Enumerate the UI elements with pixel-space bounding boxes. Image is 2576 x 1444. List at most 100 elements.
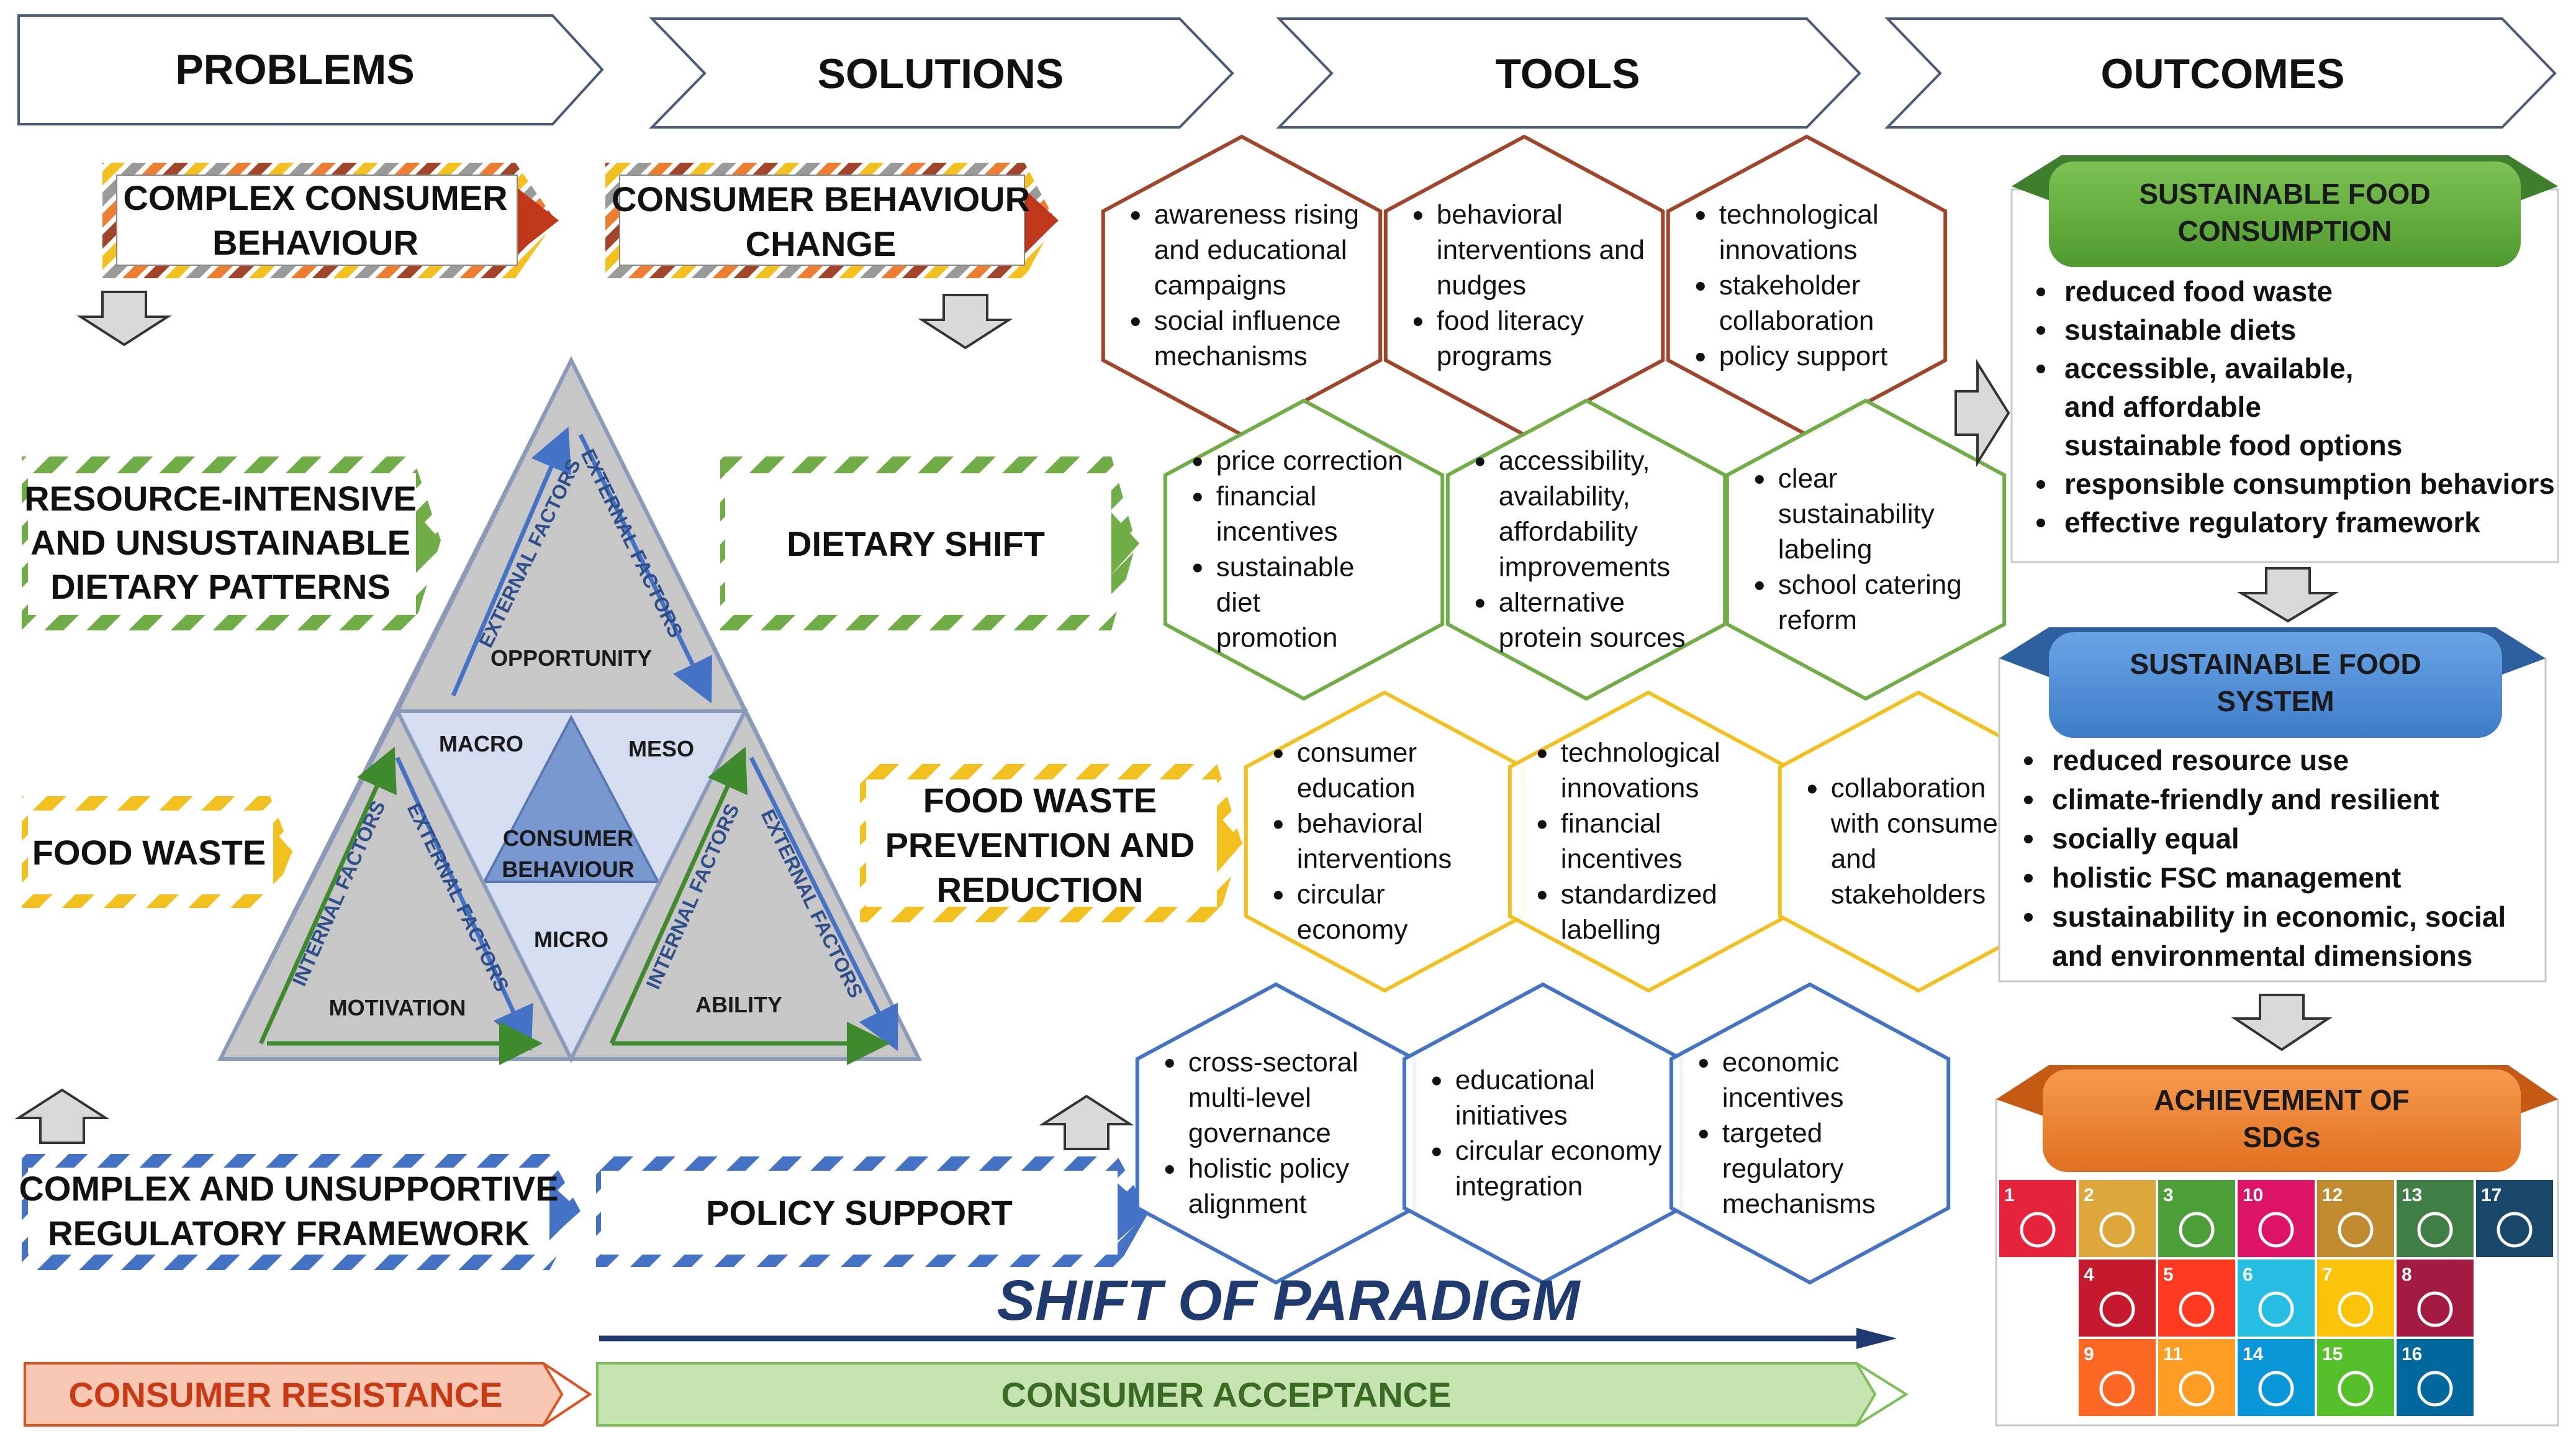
bullet-icon xyxy=(1537,820,1547,829)
sdg-tile-8: 8 xyxy=(2397,1260,2474,1337)
problem-resource-line1: RESOURCE-INTENSIVE xyxy=(24,479,417,518)
sdg-symbol-icon xyxy=(2338,1291,2374,1327)
outcome-consumption-title-2: CONSUMPTION xyxy=(2178,215,2392,247)
tool-line: protein sources xyxy=(1499,623,1686,653)
consumer-acceptance-label: CONSUMER ACCEPTANCE xyxy=(1001,1375,1452,1414)
solution-behaviour-change: CONSUMER BEHAVIOUR CHANGE xyxy=(605,163,1059,278)
solution-waste-line3: REDUCTION xyxy=(937,870,1144,909)
bullet-icon xyxy=(1413,211,1422,220)
sdg-symbol-icon xyxy=(2179,1371,2215,1407)
tool-line: standardized xyxy=(1561,879,1717,910)
tool-line: circular economy xyxy=(1455,1136,1662,1166)
tool-line: sustainability xyxy=(1778,499,1935,529)
header-solutions-label: SOLUTIONS xyxy=(818,50,1064,98)
sdg-tile-6: 6 xyxy=(2238,1260,2315,1337)
outcome-list-item: responsible consumption behaviors xyxy=(2064,468,2555,500)
header-problems-label: PROBLEMS xyxy=(175,46,414,93)
tool-line: multi-level xyxy=(1188,1083,1311,1113)
header-row: PROBLEMS SOLUTIONS TOOLS OUTCOMES xyxy=(17,14,2557,129)
tool-line: food literacy xyxy=(1437,306,1584,336)
tool-line: economic xyxy=(1722,1047,1839,1078)
sdg-number: 16 xyxy=(2402,1344,2422,1365)
bullet-icon xyxy=(1475,599,1485,608)
tool-line: behavioral xyxy=(1297,809,1423,839)
tool-line: mechanisms xyxy=(1722,1189,1876,1219)
tool-line: interventions and xyxy=(1437,235,1645,265)
bullet-icon xyxy=(1699,1130,1708,1138)
solution-policy-support: POLICY SUPPORT xyxy=(596,1156,1150,1267)
outcome-list-item: socially equal xyxy=(2052,822,2239,855)
bullet-icon xyxy=(1193,493,1202,502)
outcome-list-item: and environmental dimensions xyxy=(2052,940,2472,972)
outcome-list-item: sustainable diets xyxy=(2064,314,2296,346)
outcome-list-item: holistic FSC management xyxy=(2052,861,2401,894)
bullet-icon xyxy=(1432,1147,1441,1156)
bullet-icon xyxy=(2036,326,2045,335)
bullet-icon xyxy=(1699,1059,1708,1068)
triangle-opportunity: OPPORTUNITY xyxy=(490,645,652,671)
problem-regulatory-line2: REGULATORY FRAMEWORK xyxy=(48,1214,530,1253)
tool-line: availability, xyxy=(1499,481,1630,512)
solution-behaviour-line2: CHANGE xyxy=(746,224,897,263)
sdg-symbol-icon xyxy=(2099,1371,2135,1407)
bullet-icon xyxy=(1413,317,1422,326)
tool-line: circular xyxy=(1297,879,1385,910)
tool-line: cross-sectoral xyxy=(1188,1047,1358,1078)
sdg-number: 6 xyxy=(2243,1265,2253,1285)
tool-line: programs xyxy=(1437,341,1552,371)
bullet-icon xyxy=(1165,1165,1174,1174)
tool-line: interventions xyxy=(1297,844,1452,874)
tool-line: nudges xyxy=(1437,270,1526,301)
tool-hexagon-behaviour-3: technologicalinnovationsstakeholdercolla… xyxy=(1666,134,1948,437)
solution-food-waste: FOOD WASTE PREVENTION AND REDUCTION xyxy=(860,764,1243,922)
outcome-consumption-title-1: SUSTAINABLE FOOD xyxy=(2139,178,2430,210)
header-tools-label: TOOLS xyxy=(1496,50,1640,98)
sdg-symbol-icon xyxy=(2179,1212,2215,1248)
sdg-symbol-icon xyxy=(2258,1291,2294,1327)
up-arrow-icon xyxy=(1039,1094,1134,1150)
sdg-number: 8 xyxy=(2402,1265,2412,1285)
outcome-system-title-2: SYSTEM xyxy=(2217,685,2334,717)
down-arrow-icon xyxy=(918,294,1013,350)
solution-waste-line1: FOOD WASTE xyxy=(923,781,1157,820)
bullet-icon xyxy=(2024,796,2033,804)
right-arrow-icon xyxy=(1955,359,2010,467)
tool-line: accessibility, xyxy=(1499,446,1650,476)
tool-line: and educational xyxy=(1154,235,1347,265)
bullet-icon xyxy=(2036,519,2045,527)
tool-hexagon-dietary-1: price correctionfinancialincentivessusta… xyxy=(1163,398,1445,701)
tool-line: collaboration xyxy=(1831,773,1986,804)
shift-of-paradigm-label: SHIFT OF PARADIGM xyxy=(997,1269,1581,1332)
outcome-system-title-1: SUSTAINABLE FOOD xyxy=(2130,648,2421,680)
problem-food-waste-label: FOOD WASTE xyxy=(32,833,266,872)
sdg-tile-10: 10 xyxy=(2238,1180,2315,1257)
tool-hexagon-dietary-2: accessibility, availability, affordability… xyxy=(1445,398,1727,701)
bullet-icon xyxy=(1755,581,1764,590)
bullet-icon xyxy=(1131,317,1140,326)
bullet-icon xyxy=(1273,749,1283,758)
bullet-icon xyxy=(1537,891,1547,900)
tool-line: affordability xyxy=(1499,517,1638,547)
sdg-tile-13: 13 xyxy=(2397,1180,2474,1257)
bullet-icon xyxy=(1273,891,1283,900)
tool-line: incentives xyxy=(1561,844,1683,874)
bullet-icon xyxy=(1696,282,1705,291)
tool-line: reform xyxy=(1778,605,1857,635)
sdg-number: 17 xyxy=(2481,1185,2501,1206)
tool-line: consumer xyxy=(1297,738,1417,768)
tool-line: regulatory xyxy=(1722,1153,1844,1184)
triangle-motivation: MOTIVATION xyxy=(329,995,466,1020)
down-arrow-icon xyxy=(2236,567,2339,623)
triangle-center-line1: CONSUMER xyxy=(503,825,633,851)
tool-hexagon-waste-1: consumer education behavioral interventions… xyxy=(1244,690,1525,993)
tool-line: innovations xyxy=(1561,773,1699,804)
outcome-list-item: reduced resource use xyxy=(2052,744,2349,776)
tool-line: innovations xyxy=(1719,235,1858,265)
tool-line: technological xyxy=(1561,738,1720,768)
outcome-list-item: sustainability in economic, social xyxy=(2052,901,2506,933)
tool-line: education xyxy=(1297,773,1416,804)
sdg-symbol-icon xyxy=(2417,1291,2453,1327)
tool-hexagon-policy-3: economicincentivestargetedregulatorymech… xyxy=(1669,982,1951,1285)
outcome-list-item: effective regulatory framework xyxy=(2064,506,2480,538)
